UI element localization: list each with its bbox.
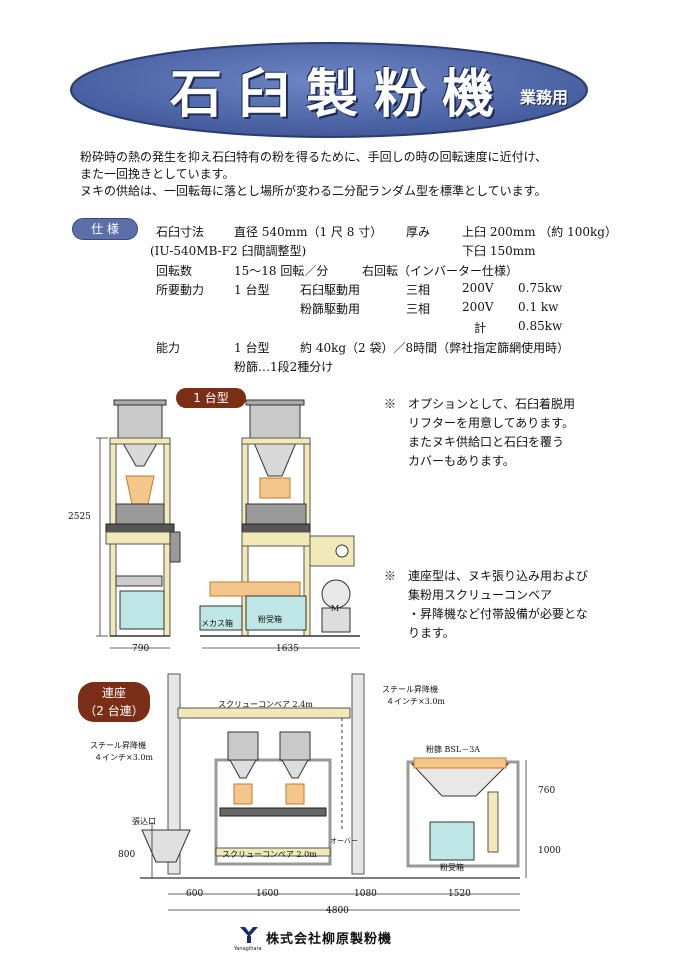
single-side-width-dim: 1635 [276,644,299,654]
elevator-left-label-1: スチール昇降機 [90,741,146,750]
dim-760: 760 [538,786,556,796]
spec-volt-1: 200V [462,281,494,295]
spec-lower-stone: 下臼 150mm [462,244,536,258]
note-option-line-4: カバーもあります。 [384,454,515,468]
spec-sieve-grades: 粉篩…1段2種分け [234,360,334,374]
single-front-width-dim: 790 [132,644,150,654]
note-double-line-2: 集粉用スクリューコンベア [384,588,553,602]
spec-rpm: 15～18 回転／分 [234,264,329,278]
spec-total-kw: 0.85kw [518,319,563,333]
spec-stone-drive: 石臼駆動用 [300,283,361,297]
double-unit-drawing [140,673,527,911]
note-option: ※ オプションとして、石臼着脱用 リフターを用意してあります。 またヌキ供給口と… [384,395,575,471]
double-badge: 連座 （2 台連） [78,682,150,722]
elevator-right-label-1: スチール昇降機 [382,685,438,694]
spec-volt-2: 200V [462,300,494,314]
elevator-left-label-2: ４インチ×3.0m [94,753,154,762]
dim-600: 600 [186,889,204,899]
spec-rotation: 右回転（インバーター仕様） [362,264,519,278]
note-double: ※ 連座型は、ヌキ張り込み用および 集粉用スクリューコンベア ・昇降機など付帯設… [384,567,588,643]
dim-800: 800 [118,850,136,860]
intro-line-1: 粉砕時の熱の発生を抑え石臼特有の粉を得るために、手回しの時の回転速度に近付け、 [80,150,548,164]
intro-line-3: ヌキの供給は、一回転毎に落とし場所が変わる二分配ランダム型を標準としています。 [80,184,547,198]
spec-capacity: 約 40kg（2 袋）／8時間（弊社指定篩網使用時） [300,341,570,355]
overflow-label: オーバー [330,837,358,845]
spec-sieve-drive: 粉篩駆動用 [300,302,361,316]
spec-label-thickness: 厚み [406,225,431,239]
elevator-right-label-2: ４インチ×3.0m [386,697,446,706]
spec-label-size: 石臼寸法 [156,225,205,239]
spec-capacity-type: 1 台型 [234,341,270,355]
conveyor-top-label: スクリューコンベア 2.4m [218,700,313,709]
side-view-machine [199,399,360,637]
note-option-line-3: またヌキ供給口と石臼を覆う [384,435,565,449]
single-box-left-label: メカス箱 [201,619,233,628]
spec-kw-1: 0.75kw [518,281,563,295]
spec-model: (IU-540MB-F2 臼間調整型) [150,244,307,258]
single-unit-drawing [96,399,360,649]
spec-kw-2: 0.1 kw [518,300,559,314]
spec-phase-1: 三相 [406,283,431,297]
spec-power-type: 1 台型 [234,283,270,297]
double-badge-line-2: （2 台連） [84,704,144,718]
hopper-label: 張込口 [132,817,156,826]
title-oval [70,42,588,138]
dim-1000: 1000 [538,846,561,856]
note-double-line-1: ※ 連座型は、ヌキ張り込み用および [384,569,589,583]
single-badge: 1 台型 [176,388,246,408]
dim-1080: 1080 [354,889,377,899]
single-height-dim: 2525 [68,512,91,522]
page-title: 石臼製粉機 [169,64,510,125]
spec-phase-2: 三相 [406,302,431,316]
sieve-label: 粉篩 BSL－3A [426,745,481,754]
spec-total-label: 計 [474,321,487,335]
spec-label-capacity: 能力 [156,341,181,355]
intro-line-2: また一回挽きとしています。 [80,167,235,181]
single-box-right-label: 粉受箱 [258,615,282,624]
note-double-line-3: ・昇降機など付帯設備が必要とな [384,607,588,621]
conveyor-bottom-label: スクリューコンベア 2.0m [222,850,317,859]
spec-label-power: 所要動力 [156,283,205,297]
spec-badge: 仕 様 [72,218,138,240]
company-logo-text: Yanagihara [234,946,262,952]
company-logo [240,927,258,943]
spec-diameter: 直径 540mm（1 尺 8 寸） [234,225,383,239]
note-double-line-4: ります。 [384,626,455,640]
dim-4800: 4800 [326,906,349,916]
motor-label: M [331,604,340,613]
dim-1520: 1520 [448,889,471,899]
dim-1600: 1600 [256,889,279,899]
double-badge-line-1: 連座 [101,686,126,700]
page-subtitle: 業務用 [520,88,569,107]
spec-upper-stone: 上臼 200mm （約 100kg） [462,225,617,239]
front-view-machine [105,399,181,637]
spec-label-rpm: 回転数 [156,264,193,278]
receiver-box-label: 粉受箱 [440,863,464,872]
company-name: 株式会社柳原製粉機 [266,932,393,947]
note-option-line-1: ※ オプションとして、石臼着脱用 [384,397,576,411]
note-option-line-2: リフターを用意してあります。 [384,416,575,430]
